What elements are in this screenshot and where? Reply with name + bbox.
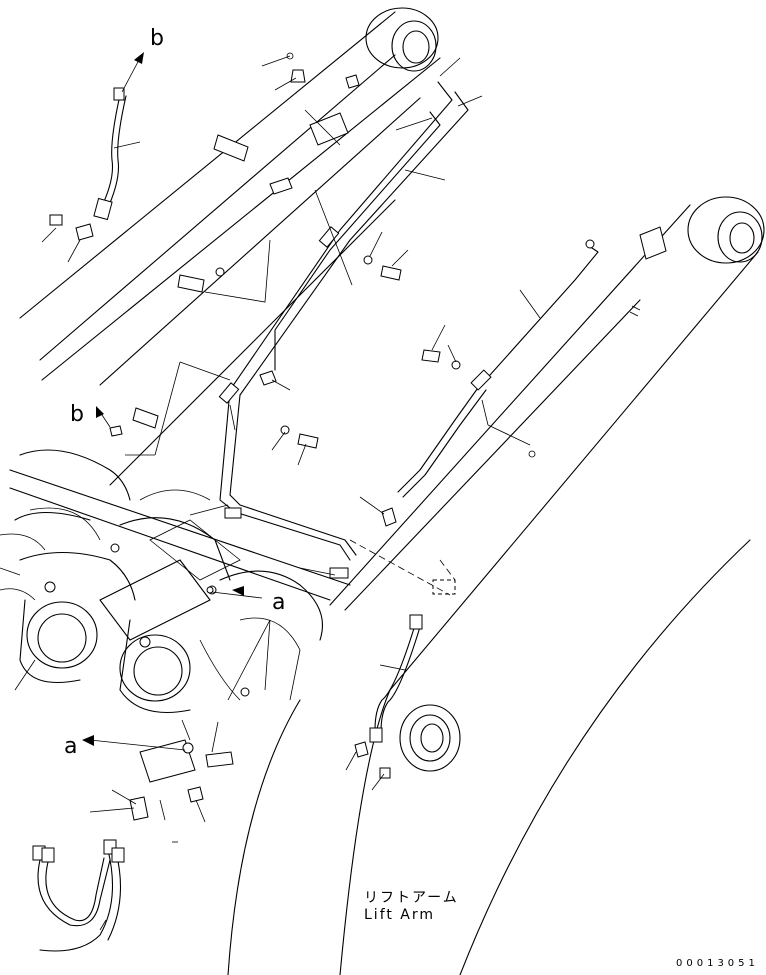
hydraulic-pipes [218, 81, 599, 579]
label-b-left: b [70, 402, 84, 427]
leader-lines [0, 55, 541, 931]
label-a-left: a [64, 734, 78, 759]
reference-arrows [82, 52, 263, 751]
label-b-top: b [150, 26, 164, 51]
right-lift-arm [227, 196, 765, 975]
caption-english: Lift Arm [364, 907, 436, 923]
cross-tube-assembly [0, 449, 351, 713]
arrow-b-left [96, 406, 104, 418]
left-lift-arm [19, 7, 441, 486]
arrow-a-right [232, 586, 244, 596]
arrow-b-top [134, 52, 144, 64]
caption-japanese: リフトアーム [364, 890, 459, 906]
arrow-a-left [82, 735, 94, 746]
label-a-right: a [272, 590, 286, 615]
document-number: 00013051 [676, 958, 759, 969]
fittings-and-bolts [49, 52, 536, 821]
hoses [32, 87, 423, 952]
